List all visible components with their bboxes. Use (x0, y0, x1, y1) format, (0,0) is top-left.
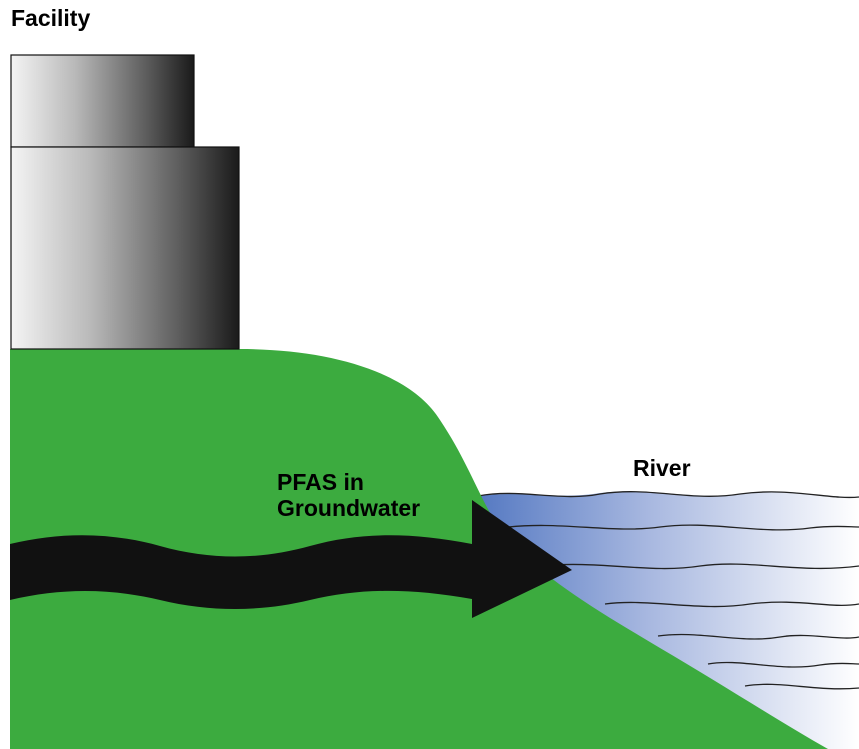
groundwater-flow-arrow-icon (10, 500, 572, 618)
facility-bottom-block (10, 146, 240, 350)
facility-building-icon (10, 54, 240, 350)
ripple-line (604, 601, 859, 608)
ripple-line (744, 683, 859, 690)
facility-top-block (10, 54, 195, 148)
pfas-label-line1: PFAS in (277, 469, 364, 495)
ripple-line (707, 661, 859, 668)
ripple-line (657, 633, 859, 640)
ripple-line (477, 491, 859, 499)
ripple-line (539, 563, 859, 570)
ripple-line (499, 524, 859, 531)
facility-label: Facility (11, 5, 91, 31)
pfas-label-line2: Groundwater (277, 494, 421, 521)
river-label: River (633, 455, 691, 481)
pfas-groundwater-label: PFAS in Groundwater (277, 469, 421, 522)
water-ripples (477, 491, 859, 690)
